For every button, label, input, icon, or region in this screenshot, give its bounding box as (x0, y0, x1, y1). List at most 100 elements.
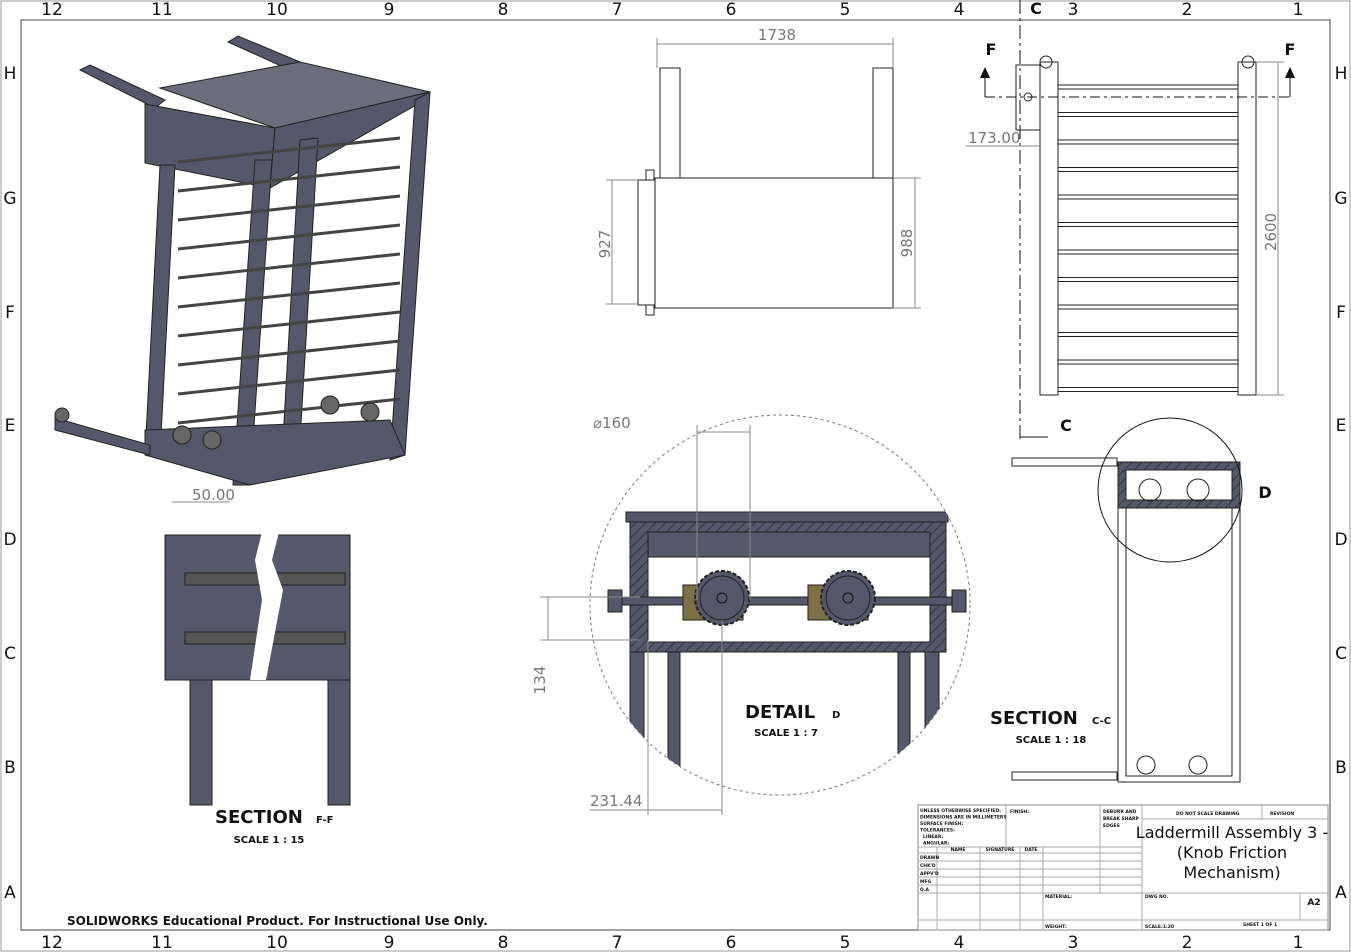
deburr-label-2: BREAK SHARP (1103, 816, 1139, 822)
zone-row-label: D (1334, 530, 1347, 550)
rung (1057, 332, 1239, 337)
tolerance-note: UNLESS OTHERWISE SPECIFIED:DIMENSIONS AR… (920, 808, 1007, 847)
dwg-no-label: DWG NO. (1145, 894, 1168, 900)
zone-column-label: 7 (612, 933, 623, 952)
zone-row-label: A (1335, 883, 1347, 903)
tolerance-line: TOLERANCES: (920, 828, 955, 834)
deburr-label-1: DEBURR AND (1103, 809, 1137, 815)
rung (1057, 167, 1239, 172)
zone-column-label: 12 (41, 0, 63, 20)
zone-row-label: H (1335, 64, 1348, 84)
rung (177, 310, 401, 338)
zone-column-label: 6 (726, 933, 737, 952)
tolerance-line: LINEAR: (923, 834, 943, 840)
dim-offset: 173.00 (968, 129, 1021, 147)
dim-left-height: 927 (596, 230, 614, 259)
tolerance-line: ANGULAR: (923, 841, 949, 847)
dim-width: 1738 (758, 26, 796, 44)
section-cc-suffix: C-C (1092, 716, 1111, 727)
side-view: F F C C 2600 173.00 (966, 0, 1295, 440)
zone-row-label: E (5, 416, 16, 436)
dim-50: 50.00 (192, 486, 235, 504)
rung (177, 339, 401, 367)
zone-column-label: 4 (954, 0, 965, 20)
revision-label: REVISION (1270, 811, 1294, 817)
front-view: 1738 927 988 (596, 26, 921, 316)
educational-watermark: SOLIDWORKS Educational Product. For Inst… (67, 914, 488, 928)
zone-column-label: 3 (1068, 0, 1079, 20)
drawing-title-line-1: Laddermill Assembly 3 - (1136, 823, 1328, 842)
row-label: APPV'D (920, 871, 939, 877)
section-mark-f-right: F (1285, 40, 1296, 59)
zone-column-label: 11 (151, 0, 173, 20)
zone-rows-left: H G F E D C B A (3, 64, 16, 903)
col-name: NAME (951, 847, 966, 853)
rung (1057, 387, 1239, 392)
drawing-title-line-3: Mechanism) (1183, 863, 1280, 882)
col-signature: SIGNATURE (986, 847, 1015, 853)
rung (1057, 194, 1239, 200)
rung (1057, 139, 1239, 145)
zone-row-label: F (1336, 303, 1346, 323)
zone-column-label: 2 (1182, 0, 1193, 20)
zone-row-label: F (5, 303, 15, 323)
section-cc-scale: SCALE 1 : 18 (1016, 735, 1087, 746)
section-mark-c-top: C (1030, 0, 1042, 18)
zone-column-label: 5 (840, 0, 851, 20)
dim-height: 2600 (1262, 213, 1280, 251)
section-mark-c-bottom: C (1060, 416, 1072, 435)
rung (177, 397, 401, 425)
detail-mark-d: D (1258, 483, 1271, 502)
zone-column-label: 4 (954, 933, 965, 952)
zone-column-label: 3 (1068, 933, 1079, 952)
finish-label: FINISH: (1010, 809, 1029, 815)
section-ff-suffix: F-F (316, 815, 334, 826)
zone-column-label: 11 (151, 933, 173, 952)
row-label: MFG (920, 879, 932, 885)
section-ff-title: SECTION (215, 807, 303, 828)
drawing-title-line-2: (Knob Friction (1177, 843, 1287, 862)
rung (177, 281, 401, 309)
rung (1057, 277, 1239, 282)
zone-row-label: B (4, 758, 16, 778)
tolerance-line: DIMENSIONS ARE IN MILLIMETERS (920, 815, 1007, 821)
zone-column-label: 10 (266, 933, 288, 952)
tolerance-line: SURFACE FINISH: (920, 821, 964, 827)
row-label: Q.A (920, 887, 930, 893)
zone-column-label: 10 (266, 0, 288, 20)
zone-column-label: 2 (1182, 933, 1193, 952)
zone-row-label: D (3, 530, 16, 550)
zone-column-label: 8 (498, 0, 509, 20)
zone-row-label: H (4, 64, 17, 84)
zone-column-label: 1 (1293, 0, 1304, 20)
detail-d-title: DETAIL (745, 702, 815, 723)
zone-row-label: B (1335, 758, 1347, 778)
zone-row-label: E (1336, 416, 1347, 436)
zone-column-label: 6 (726, 0, 737, 20)
rung (1057, 84, 1239, 90)
rung (1057, 222, 1239, 227)
rung (1057, 112, 1239, 117)
zone-row-label: A (4, 883, 16, 903)
rung (1057, 249, 1239, 255)
rung (177, 136, 401, 164)
section-cc-view: D SECTION C-C SCALE 1 : 18 (990, 417, 1272, 783)
tolerance-line: UNLESS OTHERWISE SPECIFIED: (920, 808, 1001, 814)
rung (177, 194, 401, 222)
scale-label: SCALE:1:20 (1145, 924, 1174, 930)
rung (177, 368, 401, 396)
zone-row-label: C (4, 644, 16, 664)
zone-row-label: G (3, 189, 16, 209)
sheet-size: A2 (1307, 898, 1320, 908)
zone-column-label: 1 (1293, 933, 1304, 952)
rung (177, 165, 401, 193)
detail-d-view: ⌀160 134 231.44 DETAIL D SCALE 1 : 7 (531, 414, 971, 815)
section-mark-f-left: F (986, 40, 997, 59)
zone-column-label: 5 (840, 933, 851, 952)
